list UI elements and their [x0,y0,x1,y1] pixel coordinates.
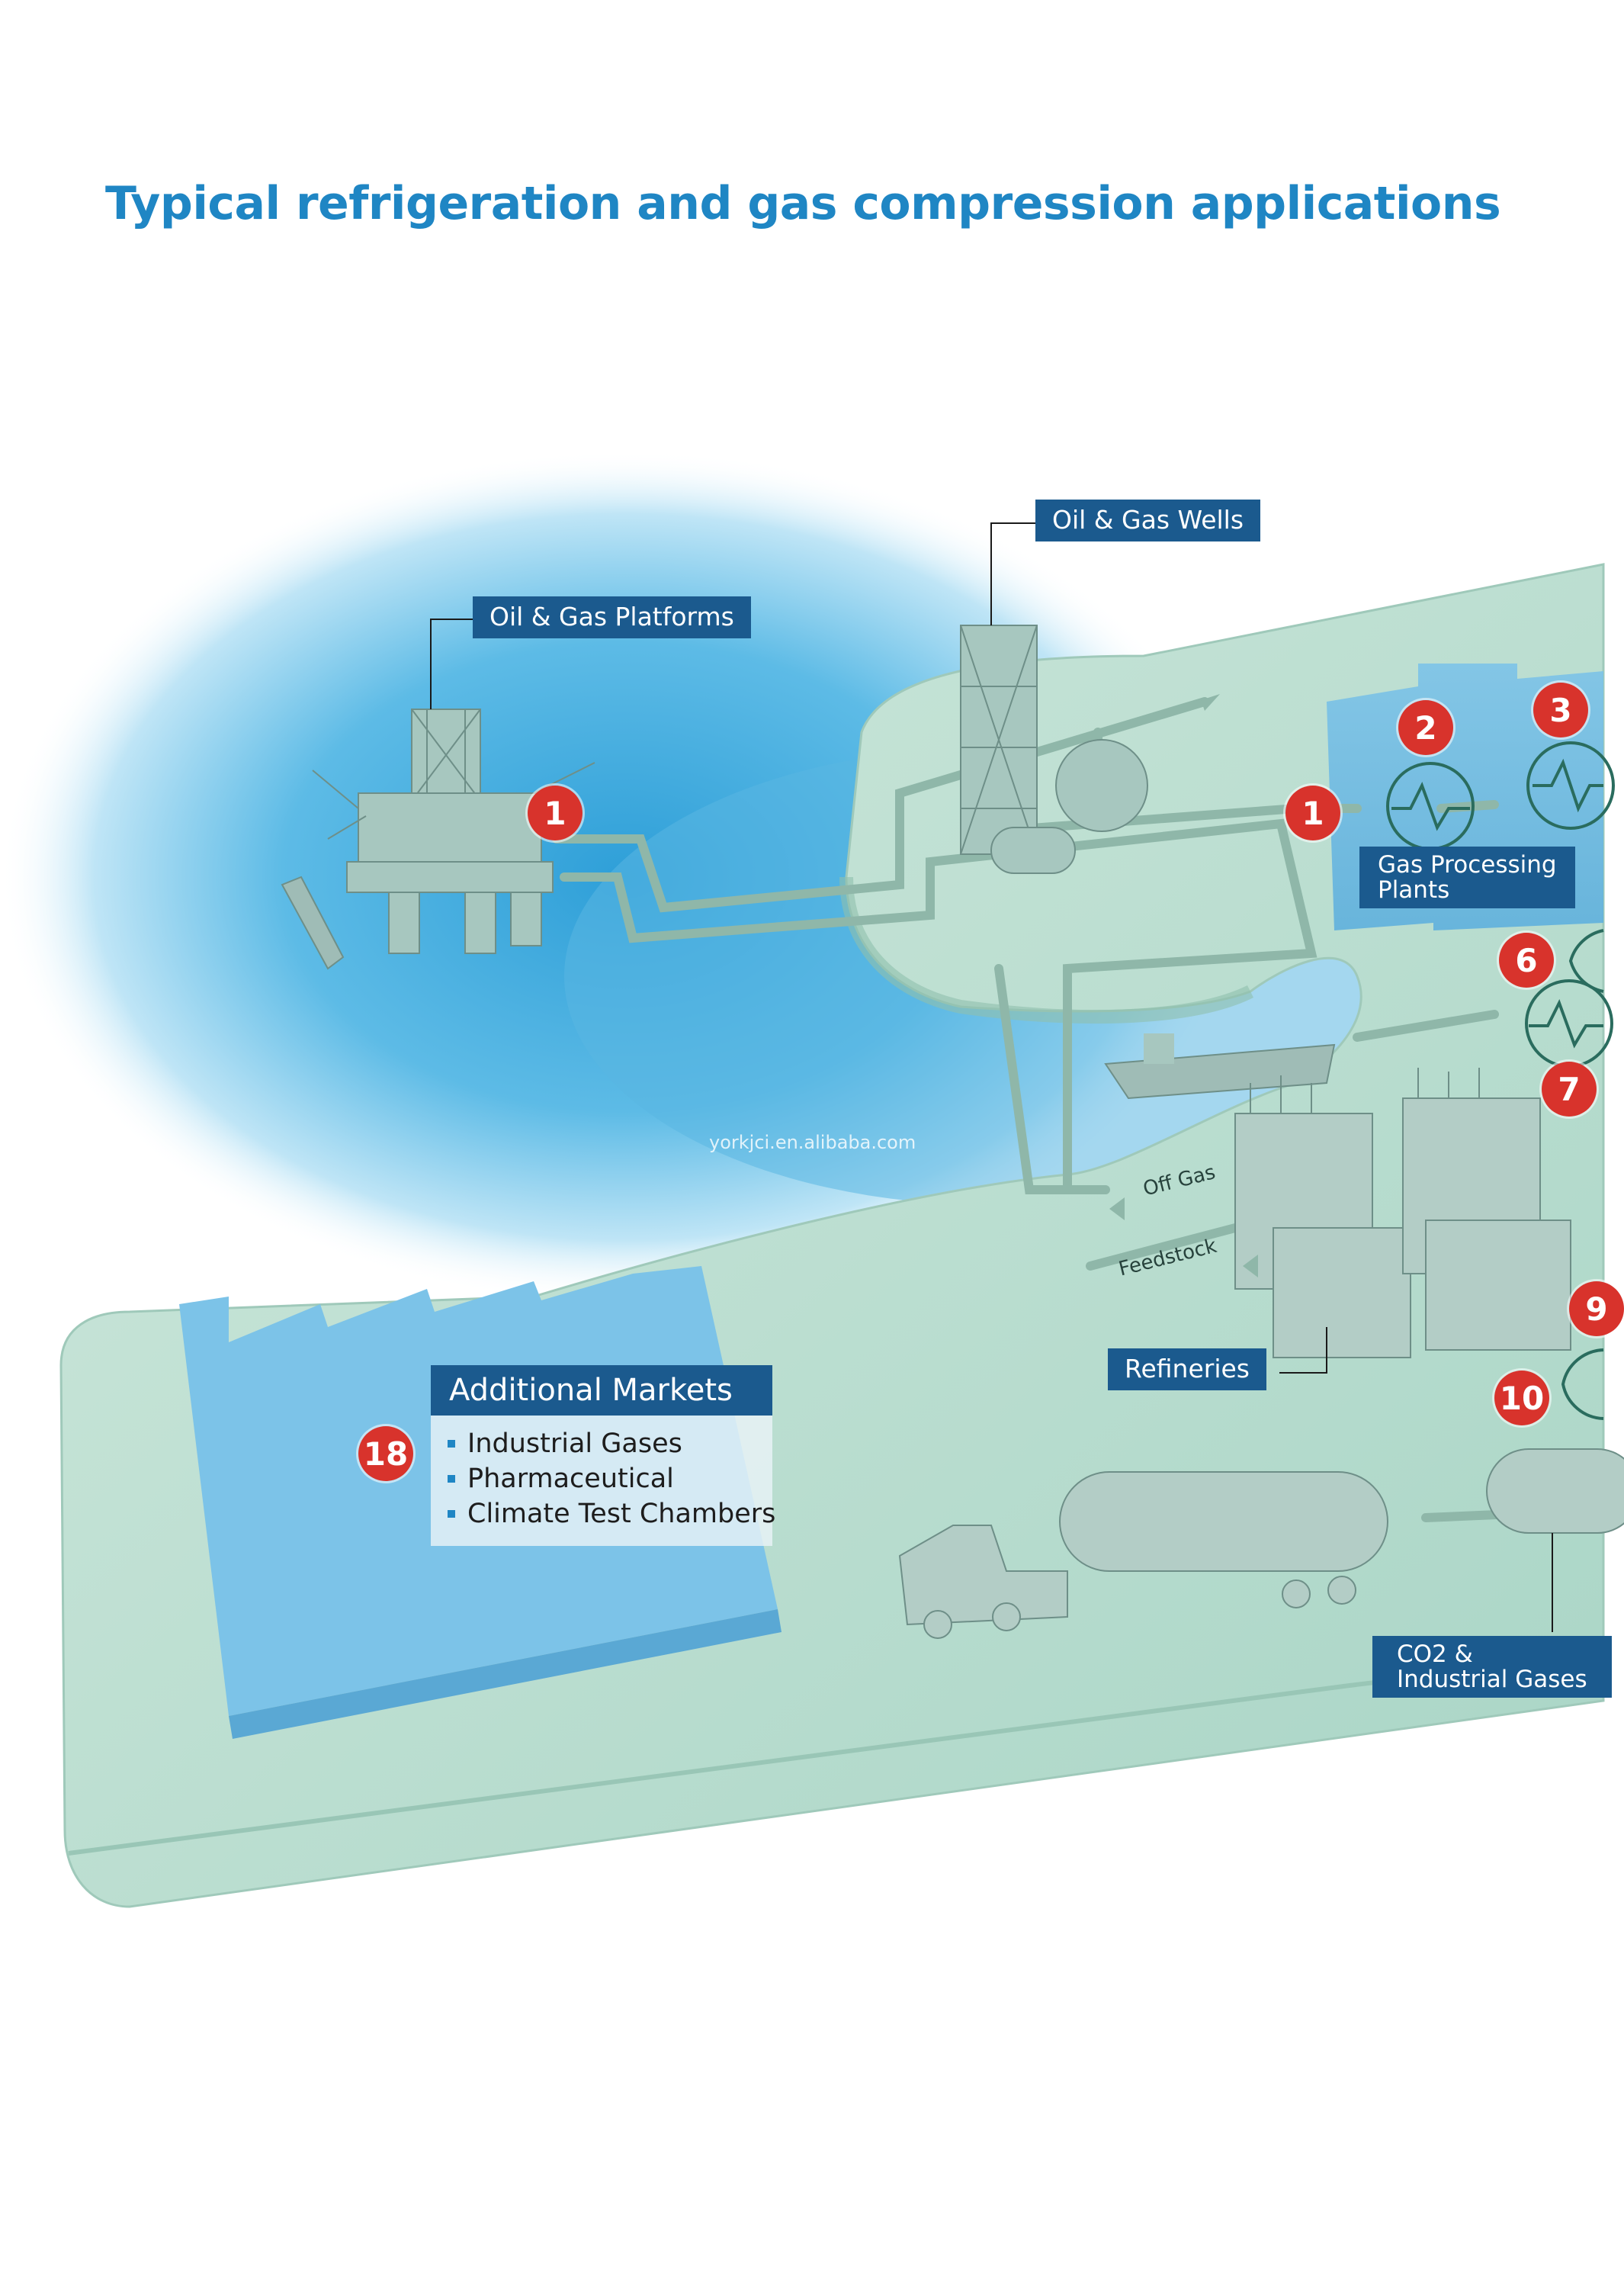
list-item: Climate Test Chambers [448,1496,775,1531]
label-gas-processing-line1: Gas Processing [1378,851,1557,879]
label-co2-line1: CO2 & [1397,1640,1473,1668]
label-oil-gas-platforms: Oil & Gas Platforms [473,596,751,638]
additional-markets-panel: Additional Markets Industrial Gases Phar… [431,1365,775,1546]
badge-10: 10 [1494,1371,1549,1425]
well-tower [960,625,1148,874]
additional-markets-list: Industrial Gases Pharmaceutical Climate … [431,1416,775,1546]
label-gas-processing-line2: Plants [1378,876,1450,904]
tanker-ship [1104,1033,1336,1100]
badge-3: 3 [1533,683,1588,737]
compressor-3-icon [1526,741,1615,830]
label-co2-line2: Industrial Gases [1397,1665,1587,1693]
badge-6: 6 [1499,933,1554,988]
flow-arrows [1109,694,1258,1277]
small-boat [281,876,345,970]
label-oil-gas-platforms-text: Oil & Gas Platforms [489,602,734,631]
co2-storage-tank [1486,1448,1624,1632]
badge-18: 18 [358,1426,413,1481]
badge-9: 9 [1569,1281,1624,1336]
additional-markets-title: Additional Markets [431,1365,772,1416]
label-refineries: Refineries [1108,1348,1266,1390]
label-oil-gas-wells-text: Oil & Gas Wells [1052,505,1244,535]
page-title: Typical refrigeration and gas compressio… [105,177,1501,230]
badge-1-platform: 1 [528,786,583,840]
label-refineries-text: Refineries [1125,1354,1250,1383]
label-oil-gas-wells: Oil & Gas Wells [1035,500,1261,541]
tank-truck [898,1471,1388,1639]
leader-lines [430,522,1327,1374]
compressor-10-icon [1561,1348,1604,1420]
badge-7: 7 [1542,1062,1597,1117]
label-gas-processing-plants: Gas Processing Plants [1359,847,1575,909]
watermark: yorkjci.en.alibaba.com [709,1132,916,1153]
list-item: Pharmaceutical [448,1461,756,1496]
badge-2: 2 [1398,700,1453,755]
badge-1-wells: 1 [1285,786,1340,840]
offshore-platform [312,709,595,954]
refinery-units [1234,1068,1571,1358]
list-item: Industrial Gases [448,1426,756,1461]
label-co2-industrial-gases: CO2 & Industrial Gases [1372,1636,1612,1698]
